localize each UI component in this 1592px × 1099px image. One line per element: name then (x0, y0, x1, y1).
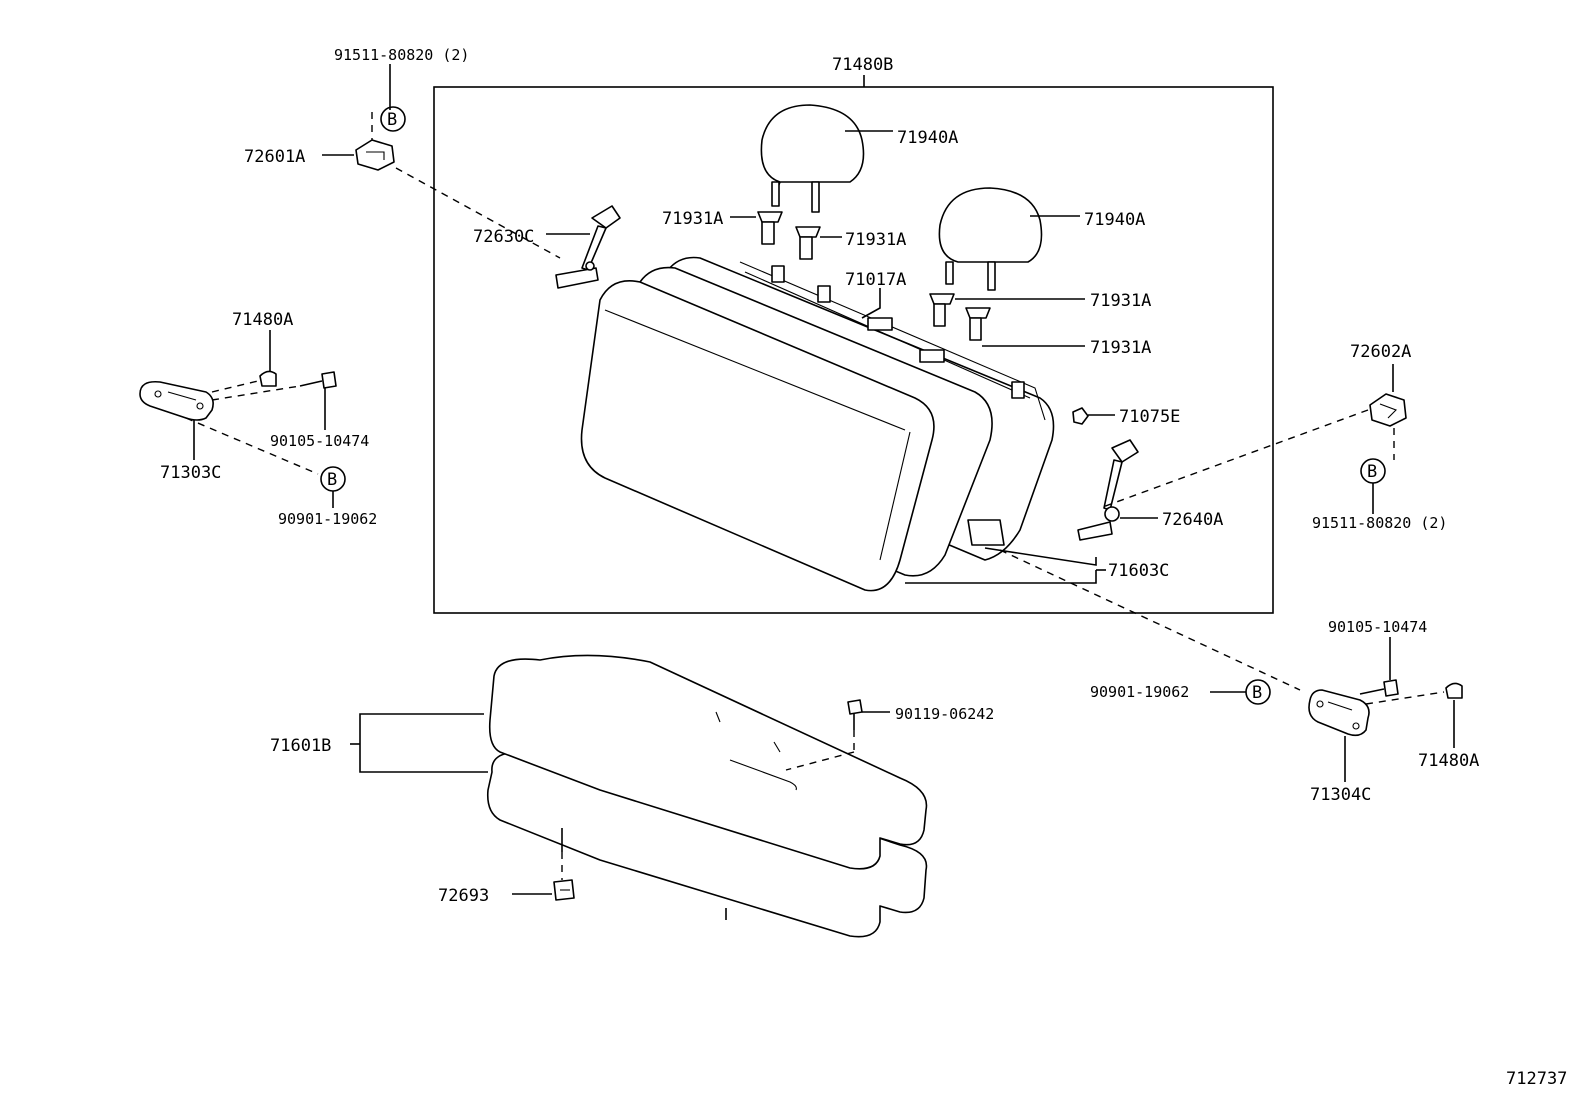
cushion-hook (553, 879, 575, 901)
ref-letter-b-3: B (327, 470, 337, 490)
cushion-bolt (847, 699, 863, 730)
seatback-assembly-frame (433, 86, 1274, 614)
label-headrest-2[interactable]: 71940A (1084, 210, 1145, 230)
label-grommet-right[interactable]: 90901-19062 (1090, 683, 1189, 701)
label-cushion-assy[interactable]: 71601B (270, 736, 331, 756)
label-cover-right[interactable]: 71480A (1418, 751, 1479, 771)
headrest-support-3 (929, 293, 955, 327)
bolt-right (1359, 679, 1399, 697)
clip-part (1072, 407, 1089, 425)
ref-circle-b-1 (380, 106, 406, 132)
label-back-pad[interactable]: 71017A (845, 270, 906, 290)
ref-circle-b-4 (1245, 679, 1271, 705)
label-clip[interactable]: 71075E (1119, 407, 1180, 427)
label-striker-screw-right[interactable]: 91511-80820 (2) (1312, 514, 1447, 532)
label-cushion-bolt[interactable]: 90119-06242 (895, 705, 994, 723)
headrest-support-2 (795, 226, 821, 260)
label-support-3[interactable]: 71931A (1090, 291, 1151, 311)
lock-right (1077, 439, 1139, 541)
hinge-right (1308, 689, 1370, 737)
seatback-body (580, 256, 1055, 592)
cover-right (1445, 682, 1463, 699)
label-hinge-right[interactable]: 71304C (1310, 785, 1371, 805)
striker-left (355, 139, 395, 171)
label-striker-left[interactable]: 72601A (244, 147, 305, 167)
label-striker-right[interactable]: 72602A (1350, 342, 1411, 362)
label-cushion-hook[interactable]: 72693 (438, 886, 489, 906)
label-grommet-left[interactable]: 90901-19062 (278, 510, 377, 528)
headrest-right (938, 187, 1043, 291)
label-lock-left[interactable]: 72630C (473, 227, 534, 247)
label-hinge-left[interactable]: 71303C (160, 463, 221, 483)
label-seatback-assy[interactable]: 71480B (832, 55, 893, 75)
ref-letter-b-4: B (1252, 683, 1262, 703)
lock-left (555, 205, 621, 289)
label-striker-screw-left[interactable]: 91511-80820 (2) (334, 46, 469, 64)
label-support-2[interactable]: 71931A (845, 230, 906, 250)
headrest-support-4 (965, 307, 991, 341)
label-bolt-left[interactable]: 90105-10474 (270, 432, 369, 450)
ref-letter-b-2: B (1367, 462, 1377, 482)
figure-number: 712737 (1506, 1069, 1567, 1089)
bolt-left (299, 371, 337, 389)
label-support-4[interactable]: 71931A (1090, 338, 1151, 358)
label-bolt-right[interactable]: 90105-10474 (1328, 618, 1427, 636)
ref-letter-b-1: B (387, 110, 397, 130)
headrest-support-1 (757, 211, 783, 245)
seat-cushion (486, 654, 928, 938)
label-back-cover[interactable]: 71603C (1108, 561, 1169, 581)
label-lock-right[interactable]: 72640A (1162, 510, 1223, 530)
striker-right (1369, 393, 1407, 427)
label-support-1[interactable]: 71931A (662, 209, 723, 229)
label-headrest-1[interactable]: 71940A (897, 128, 958, 148)
label-cover-left[interactable]: 71480A (232, 310, 293, 330)
headrest-left (760, 104, 865, 213)
hinge-left (139, 380, 214, 421)
cover-left (259, 370, 277, 387)
